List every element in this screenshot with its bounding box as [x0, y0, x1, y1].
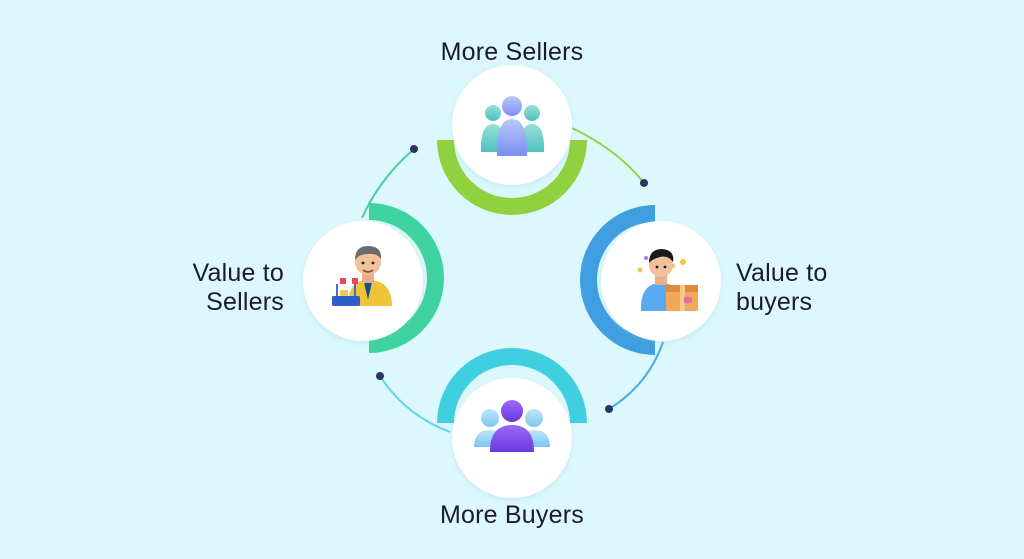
arc-value-to-sellers: [369, 203, 444, 353]
label-value-to-sellers: Value to Sellers: [140, 259, 284, 317]
connector-top-right: [571, 127, 645, 184]
label-line: Value to: [736, 259, 828, 287]
connector-dot: [640, 179, 648, 187]
seller-at-shop-icon: [332, 246, 392, 306]
buyer-with-package-icon: [637, 249, 698, 311]
connector-dot: [410, 145, 418, 153]
label-more-buyers: More Buyers: [412, 501, 612, 530]
sellers-group-icon: [480, 96, 545, 156]
connector-bottom-left: [379, 375, 451, 433]
label-more-sellers: More Sellers: [412, 38, 612, 67]
label-line: Value to: [192, 259, 284, 287]
label-line: buyers: [736, 288, 813, 316]
arc-value-to-buyers: [580, 205, 655, 355]
buyers-group-icon: [474, 400, 550, 452]
label-line: More Sellers: [440, 38, 584, 66]
connector-dot: [605, 405, 613, 413]
connector-dot: [376, 372, 384, 380]
connector-left-top: [361, 148, 415, 219]
label-line: Sellers: [206, 288, 284, 316]
label-value-to-buyers: Value to buyers: [736, 259, 896, 317]
arc-more-sellers: [437, 140, 587, 215]
label-line: More Buyers: [440, 501, 584, 529]
connector-right-bottom: [608, 341, 664, 410]
arc-more-buyers: [437, 348, 587, 423]
